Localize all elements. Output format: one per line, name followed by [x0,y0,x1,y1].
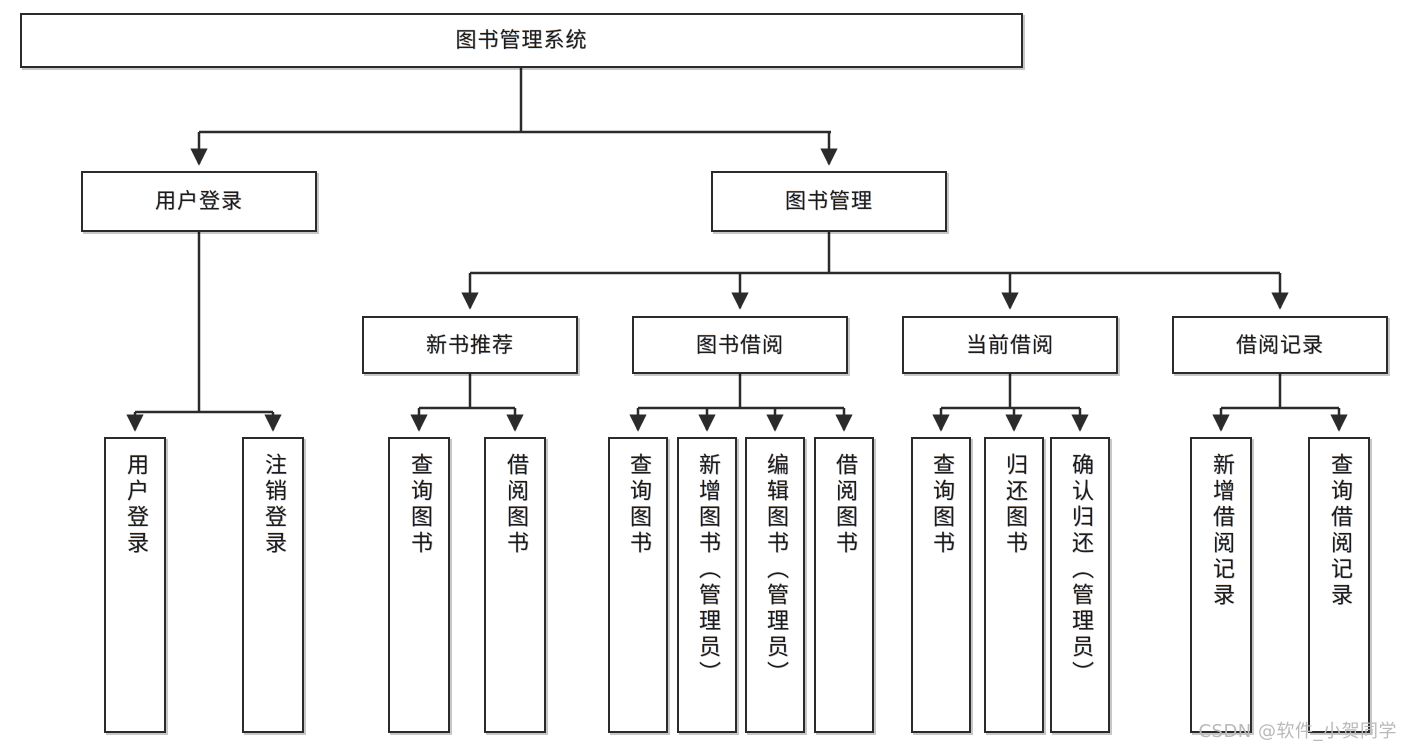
node-leaf-return-book[interactable]: 归还图书 [984,437,1044,733]
node-leaf-user-login-label: 用户登录 [123,453,148,557]
node-borrow-record-label: 借阅记录 [1236,332,1324,357]
node-book-manage-label: 图书管理 [785,189,873,214]
node-leaf-query-record-label: 查询借阅记录 [1327,453,1352,609]
node-current-borrow-label: 当前借阅 [966,332,1054,357]
node-leaf-query-book-borrow[interactable]: 查询图书 [608,437,668,733]
node-leaf-borrow-book[interactable]: 借阅图书 [814,437,874,733]
node-user-login[interactable]: 用户登录 [81,171,317,232]
node-leaf-query-record[interactable]: 查询借阅记录 [1308,437,1370,733]
node-user-login-label: 用户登录 [155,189,243,214]
node-leaf-borrow-book-rec-label: 借阅图书 [503,453,528,557]
node-leaf-edit-book-label: 编辑图书（管理员） [763,453,788,687]
node-leaf-return-book-label: 归还图书 [1002,453,1027,557]
node-leaf-user-logout-label: 注销登录 [261,453,286,557]
node-leaf-query-book-cur[interactable]: 查询图书 [911,437,971,733]
node-leaf-add-record[interactable]: 新增借阅记录 [1190,437,1252,733]
node-leaf-query-book-rec[interactable]: 查询图书 [388,437,450,733]
node-borrow-record[interactable]: 借阅记录 [1172,316,1388,374]
node-leaf-user-login[interactable]: 用户登录 [104,437,166,733]
node-leaf-add-book[interactable]: 新增图书（管理员） [677,437,737,733]
node-new-book-rec[interactable]: 新书推荐 [362,316,578,374]
node-root[interactable]: 图书管理系统 [20,13,1023,68]
node-leaf-borrow-book-label: 借阅图书 [832,453,857,557]
node-book-manage[interactable]: 图书管理 [711,171,947,232]
node-leaf-query-book-rec-label: 查询图书 [407,453,432,557]
node-leaf-query-book-borrow-label: 查询图书 [626,453,651,557]
node-current-borrow[interactable]: 当前借阅 [902,316,1118,374]
node-new-book-rec-label: 新书推荐 [426,332,514,357]
node-leaf-add-book-label: 新增图书（管理员） [695,453,720,687]
watermark-text: CSDN @软件_小贺同学 [1198,721,1397,742]
node-leaf-borrow-book-rec[interactable]: 借阅图书 [484,437,546,733]
node-book-borrow[interactable]: 图书借阅 [632,316,848,374]
node-leaf-edit-book[interactable]: 编辑图书（管理员） [745,437,805,733]
node-leaf-confirm-return-label: 确认归还（管理员） [1068,453,1093,687]
node-leaf-confirm-return[interactable]: 确认归还（管理员） [1050,437,1110,733]
node-leaf-user-logout[interactable]: 注销登录 [242,437,304,733]
node-leaf-add-record-label: 新增借阅记录 [1209,453,1234,609]
node-leaf-query-book-cur-label: 查询图书 [929,453,954,557]
node-root-label: 图书管理系统 [455,28,588,53]
node-book-borrow-label: 图书借阅 [696,332,784,357]
